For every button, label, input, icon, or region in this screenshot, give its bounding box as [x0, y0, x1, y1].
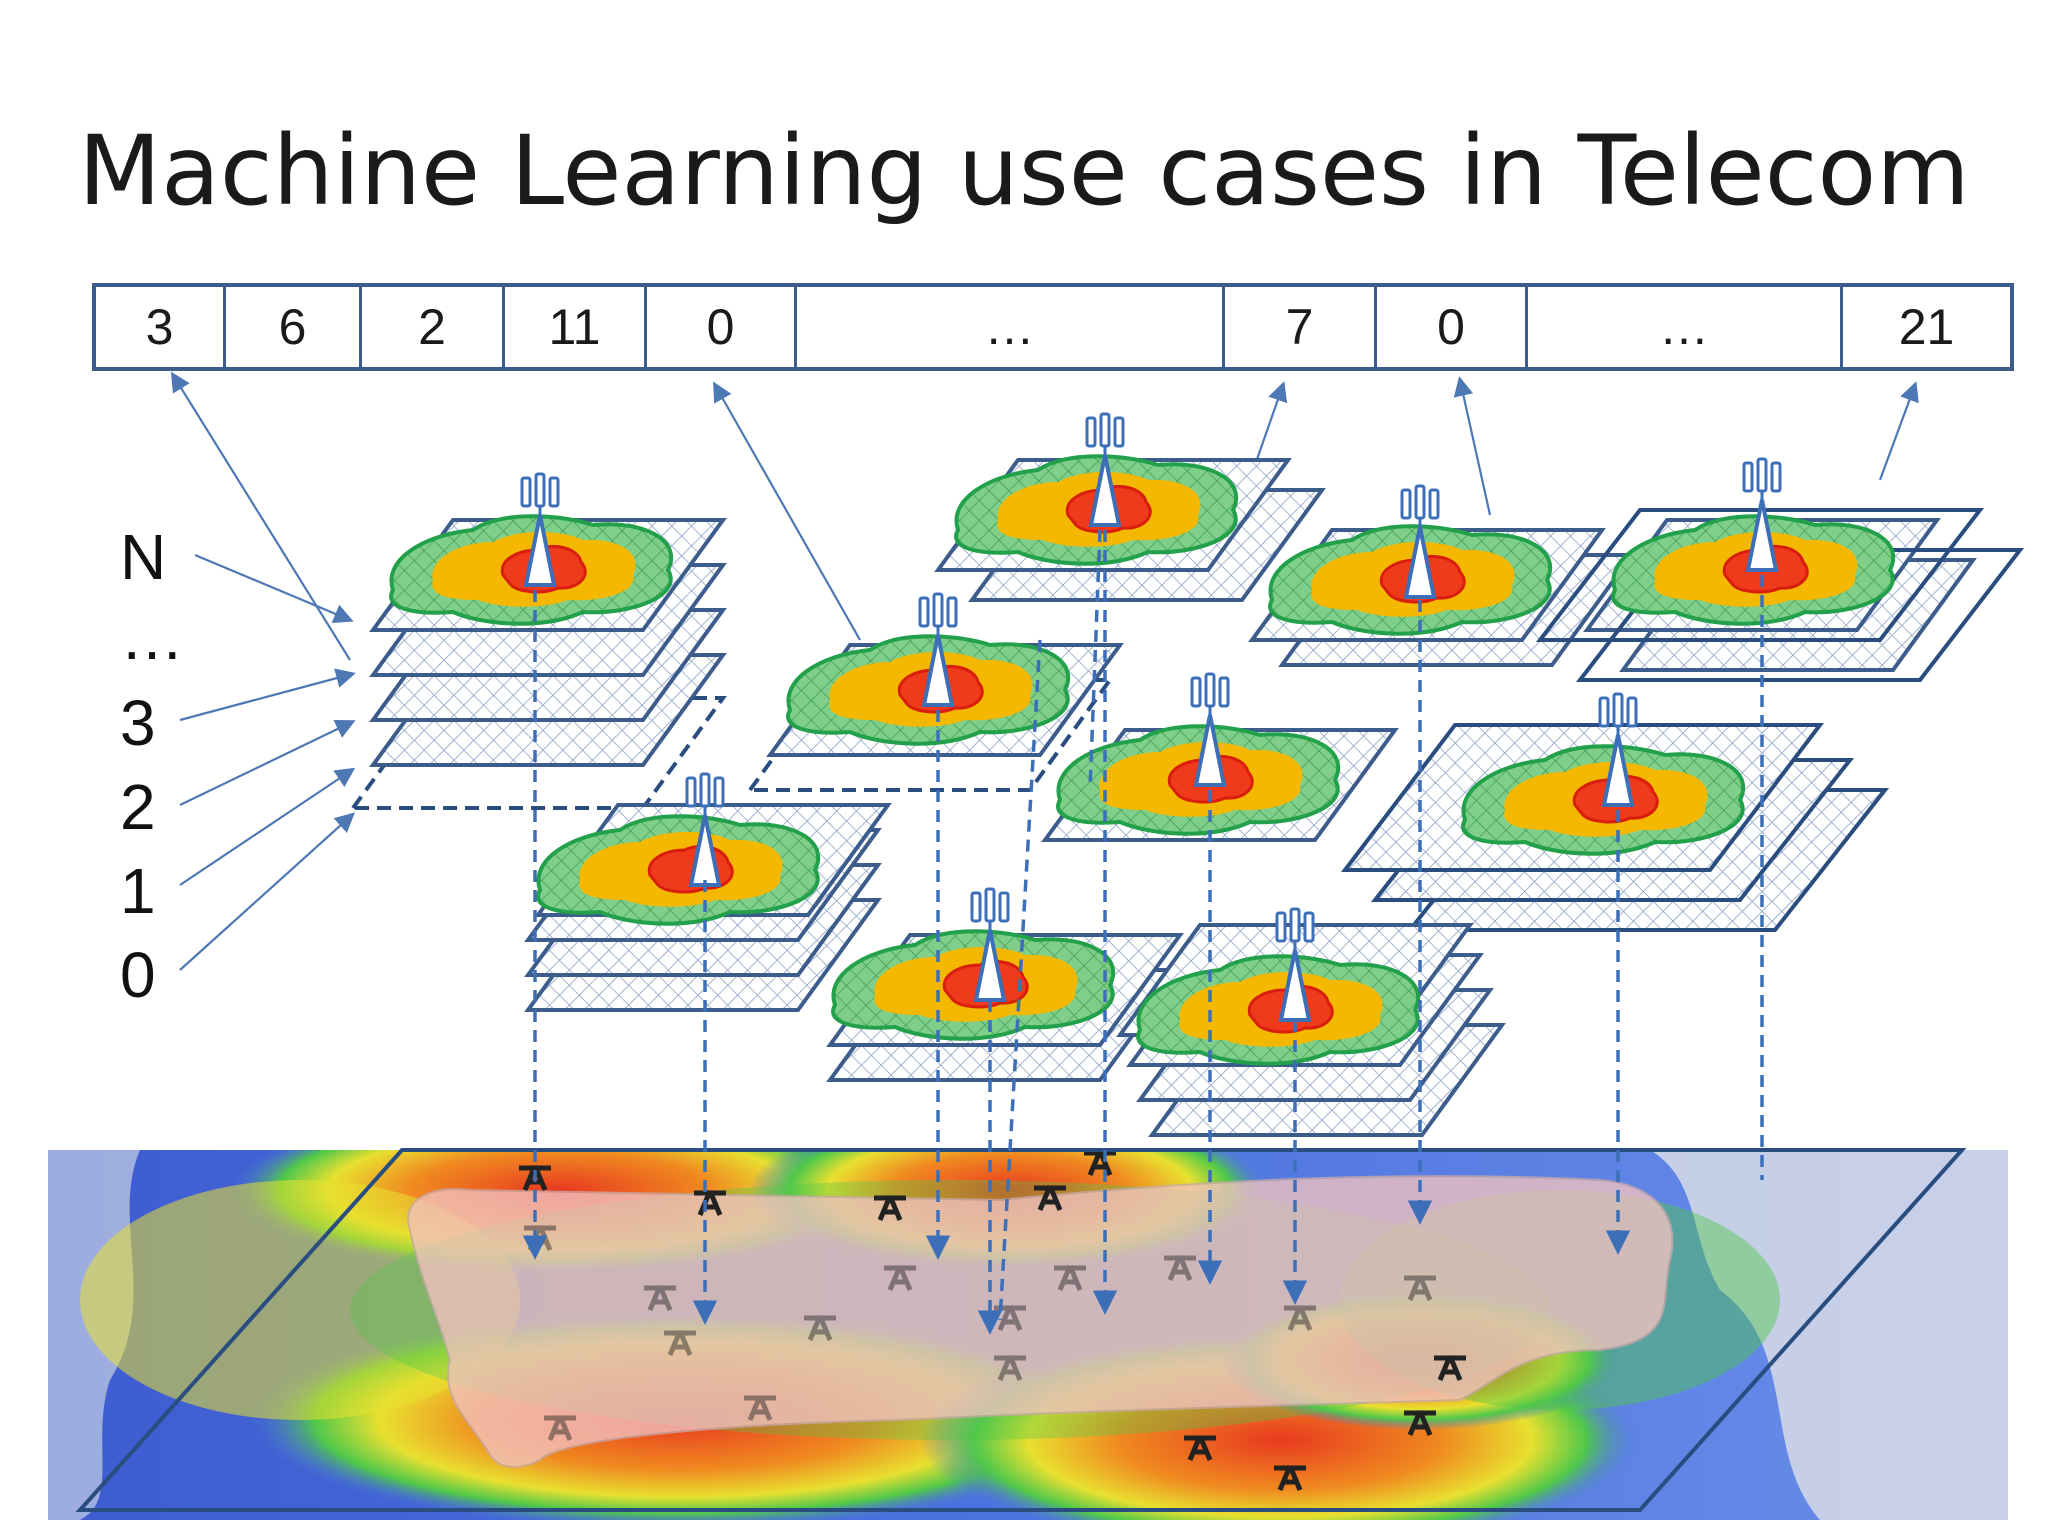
vector-cell: 7	[1225, 287, 1377, 367]
layer-label: 0	[120, 939, 156, 1011]
arrow-to-cell	[170, 371, 351, 661]
vector-cell: 11	[505, 287, 647, 367]
cell-stack	[1118, 907, 1504, 1137]
map-plane	[75, 1148, 1967, 1512]
vector-cell: 6	[226, 287, 362, 367]
slide-title: Machine Learning use cases in Telecom	[78, 115, 1970, 227]
cell-stack	[746, 592, 1122, 792]
arrow-to-cell	[1878, 381, 1919, 481]
arrow-to-cell	[713, 381, 861, 641]
coverage-map	[48, 1150, 2008, 1520]
cell-stack	[1043, 672, 1397, 842]
vector-cell: …	[1528, 287, 1843, 367]
projection-line	[1088, 529, 1102, 791]
layer-label: …	[120, 601, 184, 673]
layer-label: N	[120, 521, 167, 593]
vector-cell: 2	[362, 287, 505, 367]
vector-cell: 0	[1377, 287, 1528, 367]
cell-stack	[349, 472, 727, 810]
layer-label: 1	[120, 855, 156, 927]
cell-stack	[1535, 457, 2025, 682]
vector-cell: …	[797, 287, 1225, 367]
cell-stack	[828, 887, 1182, 1082]
cell-stack	[936, 412, 1324, 602]
arrow-to-cell	[1253, 381, 1288, 466]
projection-line	[998, 639, 1042, 1321]
vector-cell: 3	[96, 287, 226, 367]
vector-cell: 21	[1898, 299, 1955, 355]
layer-label: 3	[120, 687, 156, 759]
arrow-to-cell	[1453, 376, 1492, 516]
cell-stack	[1340, 692, 1890, 932]
feature-vector: 3 6 2 11 0 … 7 0 … 21	[92, 283, 2014, 371]
vector-cell: 0	[647, 287, 797, 367]
layer-label: 2	[120, 771, 156, 843]
